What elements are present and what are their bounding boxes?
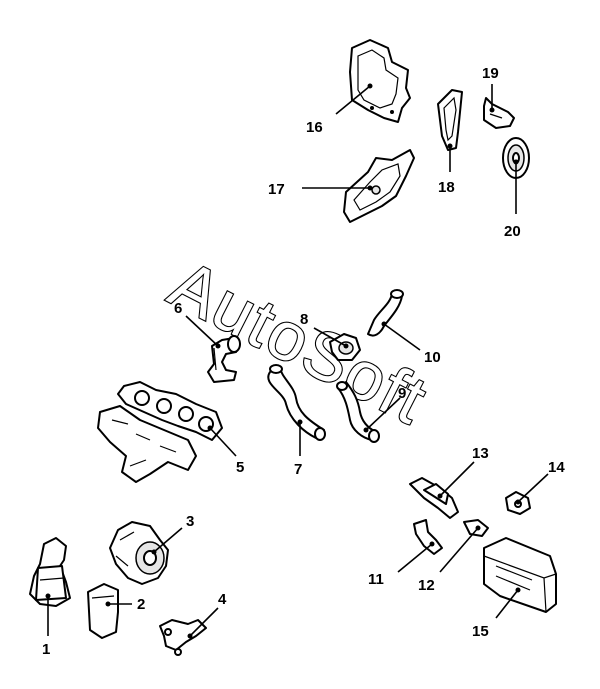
svg-text:13: 13 [472, 445, 489, 462]
callout-7: 7 [294, 419, 303, 478]
part-18-timing-belt[interactable] [437, 89, 463, 151]
callout-18: 18 [438, 143, 455, 196]
callout-9: 9 [363, 385, 406, 433]
svg-text:7: 7 [294, 461, 302, 478]
part-15-housing[interactable] [483, 537, 557, 613]
svg-text:10: 10 [424, 349, 441, 366]
callout-12: 12 [418, 525, 481, 594]
callout-3: 3 [151, 513, 194, 555]
callout-1: 1 [42, 593, 51, 658]
callout-19: 19 [482, 65, 499, 113]
part-7-hose[interactable] [267, 364, 326, 441]
part-13-hose[interactable] [409, 477, 459, 519]
callout-20: 20 [504, 159, 521, 240]
part-19-tensioner[interactable] [483, 97, 515, 129]
callout-16: 16 [306, 83, 373, 136]
part-4-bracket[interactable] [159, 619, 207, 656]
svg-text:16: 16 [306, 119, 323, 136]
part-11-hose[interactable] [413, 519, 443, 555]
svg-text:4: 4 [218, 591, 227, 608]
svg-text:6: 6 [174, 300, 182, 317]
callout-8: 8 [300, 311, 349, 349]
svg-text:17: 17 [268, 181, 285, 198]
part-2-heat-shield[interactable] [87, 583, 119, 639]
svg-text:11: 11 [368, 571, 384, 588]
svg-text:12: 12 [418, 577, 435, 594]
part-17-timing-cover-lower[interactable] [343, 149, 415, 223]
svg-text:14: 14 [548, 459, 565, 476]
part-1-catalytic-converter[interactable] [29, 537, 71, 607]
svg-text:18: 18 [438, 179, 455, 196]
svg-text:19: 19 [482, 65, 499, 82]
svg-text:1: 1 [42, 641, 50, 658]
svg-text:20: 20 [504, 223, 521, 240]
callout-4: 4 [187, 591, 227, 639]
callout-11: 11 [368, 541, 435, 588]
callout-13: 13 [437, 445, 489, 499]
svg-text:2: 2 [137, 596, 145, 613]
callout-6: 6 [174, 300, 221, 349]
part-6-coolant-pipe[interactable] [207, 335, 241, 383]
part-5-exhaust-manifold[interactable] [97, 381, 223, 483]
callout-10: 10 [381, 321, 441, 366]
callout-15: 15 [472, 587, 521, 640]
callout-17: 17 [268, 181, 373, 198]
part-9-hose[interactable] [336, 381, 380, 443]
svg-text:3: 3 [186, 513, 194, 530]
svg-text:9: 9 [398, 385, 406, 402]
part-16-timing-cover-upper[interactable] [349, 39, 411, 123]
callout-14: 14 [515, 459, 565, 505]
callout-5: 5 [207, 425, 244, 476]
part-10-hose[interactable] [367, 289, 404, 337]
svg-text:15: 15 [472, 623, 489, 640]
svg-text:5: 5 [236, 459, 244, 476]
callout-2: 2 [105, 596, 145, 613]
svg-text:8: 8 [300, 311, 308, 328]
part-3-turbo-pump[interactable] [109, 521, 169, 585]
